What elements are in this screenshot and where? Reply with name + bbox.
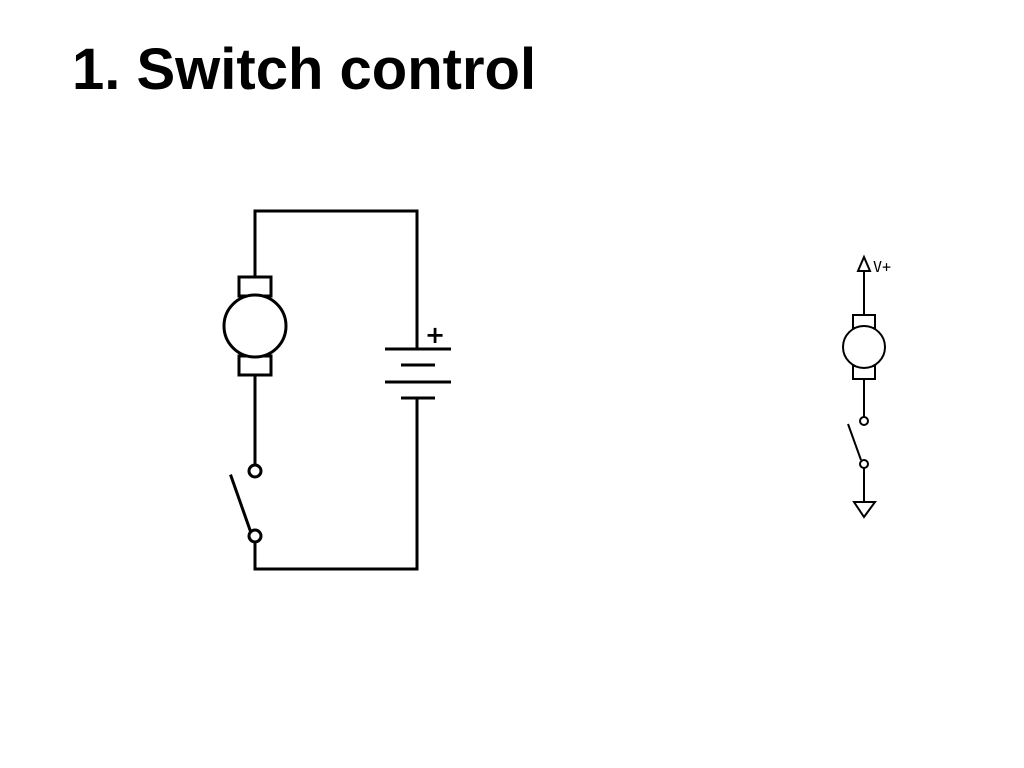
ground-icon — [852, 501, 877, 519]
supply-label: V+ — [873, 258, 891, 276]
small-motor-body — [842, 325, 886, 369]
schematic-circuit: V+ — [842, 254, 891, 519]
small-motor-symbol — [842, 314, 886, 380]
battery-symbol: + — [385, 321, 451, 400]
motor-body — [222, 293, 288, 359]
slide-title: 1. Switch control — [72, 37, 537, 102]
motor-symbol — [222, 275, 288, 377]
motor-brush-bottom — [237, 354, 273, 377]
switch-terminal-bottom — [247, 528, 263, 544]
supply-arrow-icon — [856, 254, 872, 272]
switch-lever — [229, 474, 252, 532]
small-switch-terminal-bottom — [859, 459, 869, 469]
main-circuit: + — [222, 209, 451, 571]
small-switch-symbol — [847, 416, 869, 469]
battery-positive-sign: + — [425, 321, 445, 349]
small-switch-terminal-top — [859, 416, 869, 426]
motor-brush-top — [237, 275, 273, 298]
top-wire — [253, 209, 419, 351]
switch-symbol — [229, 463, 263, 544]
bottom-wire — [253, 396, 419, 571]
switch-terminal-top — [247, 463, 263, 479]
small-switch-lever — [847, 423, 862, 461]
